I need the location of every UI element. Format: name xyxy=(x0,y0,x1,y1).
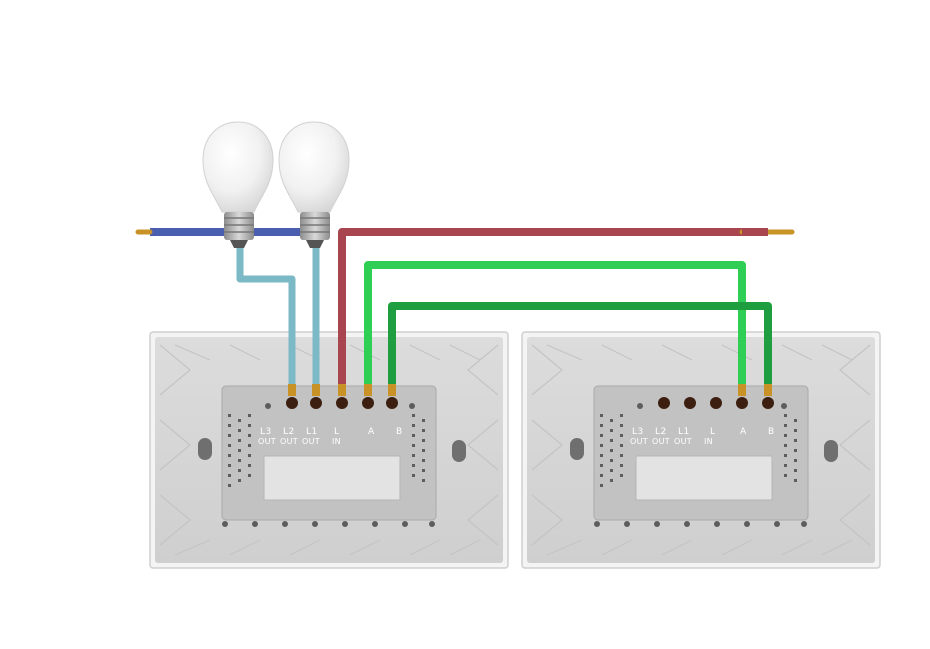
terminal-label: IN xyxy=(704,437,713,446)
interconnect-wire-b xyxy=(388,302,772,392)
terminal-labels-bottom: OUT OUT OUT IN xyxy=(630,437,713,446)
terminal-label: L2 xyxy=(655,427,667,437)
mount-slot-right xyxy=(824,440,838,462)
terminal-label: OUT xyxy=(630,437,648,446)
terminal-label: A xyxy=(740,427,747,437)
terminal-screws-left xyxy=(286,384,398,409)
terminal-label: A xyxy=(368,427,375,437)
module-label-area xyxy=(263,455,401,501)
terminal-label: OUT xyxy=(674,437,692,446)
mount-slot-right xyxy=(452,440,466,462)
live-wire xyxy=(338,228,742,392)
vent-holes xyxy=(222,403,435,527)
terminal-label: L xyxy=(334,427,340,437)
terminal-label: B xyxy=(396,427,403,437)
light-bulb-icon xyxy=(278,121,350,248)
terminal-label: L2 xyxy=(283,427,295,437)
terminal-label: OUT xyxy=(280,437,298,446)
switch-panel-left: L3 L2 L1 L A B OUT OUT OUT IN xyxy=(149,331,509,569)
terminal-labels-bottom: OUT OUT OUT IN xyxy=(258,437,341,446)
terminal-label: IN xyxy=(332,437,341,446)
module-label-area xyxy=(635,455,773,501)
panel-ribs xyxy=(531,344,871,556)
terminal-label: L3 xyxy=(632,427,644,437)
terminal-label: OUT xyxy=(258,437,276,446)
switch-panel-right: L3 L2 L1 L A B OUT OUT OUT IN xyxy=(521,331,881,569)
light-bulb-icon xyxy=(202,121,274,248)
bulb-base xyxy=(300,212,330,240)
terminal-label: L3 xyxy=(260,427,272,437)
bulb-glass xyxy=(202,121,274,213)
mount-slot-left xyxy=(198,438,212,460)
terminal-label: B xyxy=(768,427,775,437)
load-wire-bulb-left xyxy=(236,246,296,392)
terminal-label: L1 xyxy=(678,427,690,437)
terminal-label: L1 xyxy=(306,427,318,437)
interconnect-wire-a xyxy=(364,261,746,392)
vent-holes xyxy=(594,403,807,527)
mount-slot-left xyxy=(570,438,584,460)
bulb-base xyxy=(224,212,254,240)
terminal-labels-top: L3 L2 L1 L A B xyxy=(260,427,403,437)
wires xyxy=(135,228,795,392)
terminal-label: OUT xyxy=(302,437,320,446)
terminal-screws-right xyxy=(658,384,774,409)
terminal-label: OUT xyxy=(652,437,670,446)
terminal-label: L xyxy=(710,427,716,437)
terminal-labels-top: L3 L2 L1 L A B xyxy=(632,427,775,437)
bulb-glass xyxy=(278,121,350,213)
